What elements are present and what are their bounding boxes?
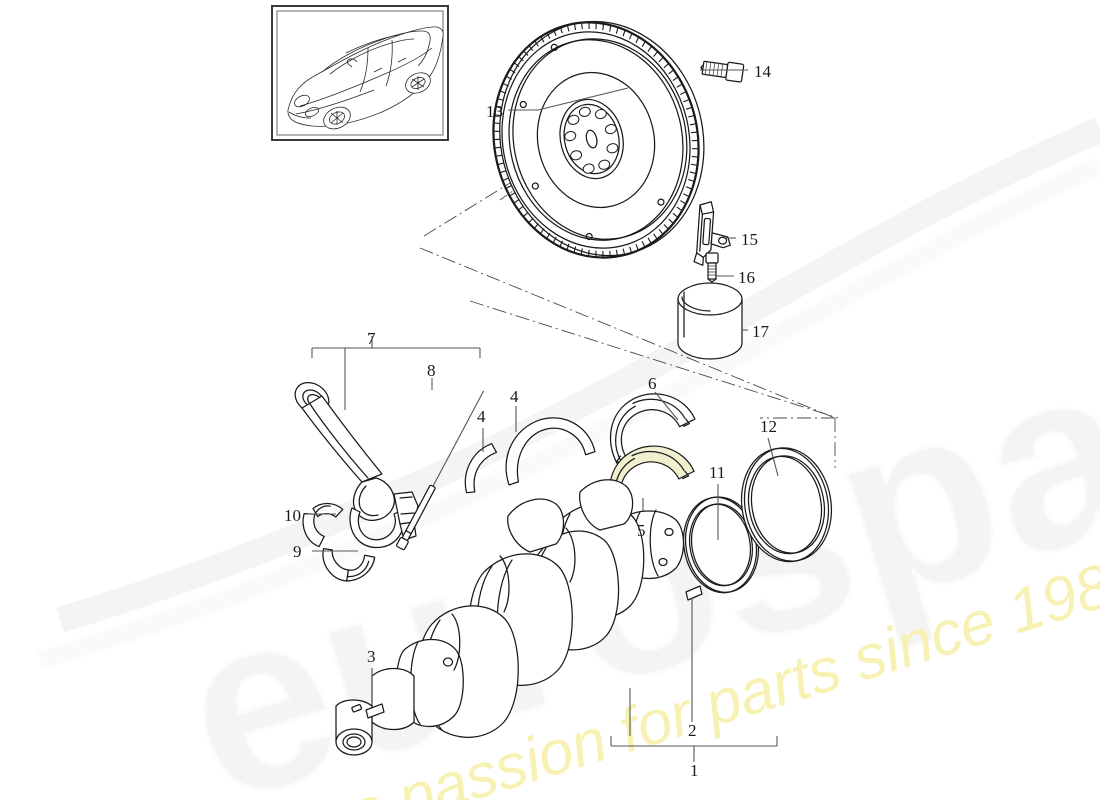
callout-label-7: 7 xyxy=(367,329,376,348)
callout-label-14: 14 xyxy=(754,62,771,81)
sensor-bolt xyxy=(705,252,719,283)
vehicle-thumbnail-group xyxy=(271,5,449,141)
callout-label-6: 6 xyxy=(648,374,657,393)
callout-label-5: 5 xyxy=(637,521,646,540)
callout-label-15: 15 xyxy=(741,230,758,249)
callout-6-leader xyxy=(654,391,679,421)
callout-label-16: 16 xyxy=(738,268,755,287)
connecting-rod xyxy=(294,336,481,549)
connecting-rod-bolt xyxy=(396,390,485,551)
callout-label-1: 1 xyxy=(690,761,699,780)
callout-label-3: 3 xyxy=(367,647,376,666)
seal-ring-outer xyxy=(740,447,833,563)
porsche-panamera-icon xyxy=(287,26,444,130)
callout-label-4b: 4 xyxy=(510,387,519,406)
crankshaft xyxy=(335,479,685,756)
callout-label-13: 13 xyxy=(486,102,503,121)
pulse-ring-sleeve xyxy=(677,282,743,360)
flywheel-bolt xyxy=(700,60,745,83)
callout-label-8: 8 xyxy=(427,361,436,380)
woodruff-key-nose xyxy=(365,703,385,719)
callout-12-leader xyxy=(767,437,779,477)
conrod-bearing-shell-lower xyxy=(322,547,376,582)
woodruff-key-rear xyxy=(685,585,703,601)
assembly-bracket-1 xyxy=(610,688,778,762)
flywheel-assembly xyxy=(492,20,705,259)
callout-label-17: 17 xyxy=(752,322,769,341)
thrust-washer-left xyxy=(464,443,498,494)
callout-label-9: 9 xyxy=(293,542,302,561)
callout-13-tail xyxy=(537,87,629,111)
callout-label-2: 2 xyxy=(688,721,697,740)
conrod-bearing-shell-upper xyxy=(302,502,344,548)
callout-label-10: 10 xyxy=(284,506,301,525)
callout-label-4a: 4 xyxy=(477,407,486,426)
callout-label-11: 11 xyxy=(709,463,726,482)
ring-gear-teeth xyxy=(492,21,700,259)
callout-label-12: 12 xyxy=(760,417,777,436)
speed-sensor xyxy=(693,201,731,266)
thrust-washer-right xyxy=(505,417,596,486)
